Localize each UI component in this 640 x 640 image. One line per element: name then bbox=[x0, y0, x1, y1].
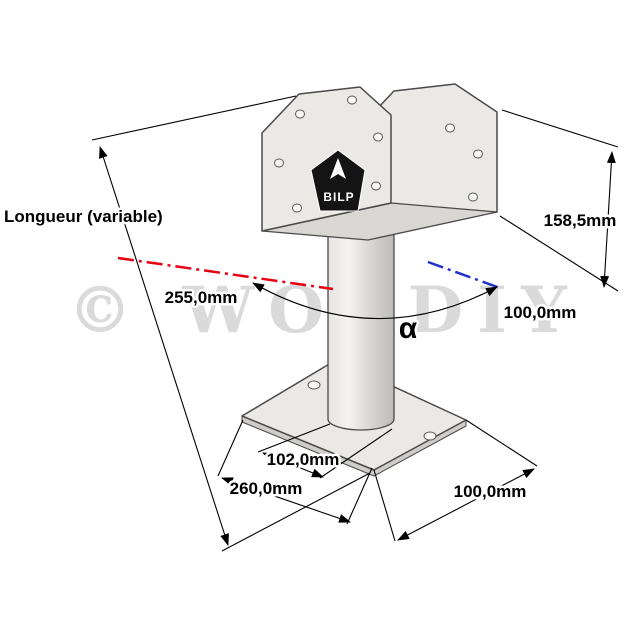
front-plate-hole bbox=[371, 181, 381, 191]
base-plate-hole bbox=[307, 380, 321, 390]
axis-right-length-label: 100,0mm bbox=[504, 303, 577, 322]
back-plate-hole bbox=[468, 192, 478, 202]
angle-label: α bbox=[399, 312, 418, 345]
post-width-extension-line-left bbox=[257, 423, 331, 453]
height-label: 158,5mm bbox=[544, 211, 617, 230]
dimension-annotations: Longueur (variable) 158,5mm 255,0mm 100,… bbox=[2, 95, 619, 552]
height-dimension-line bbox=[600, 151, 616, 288]
bilp-logo-text: BILP bbox=[323, 190, 354, 204]
base-plate-hole bbox=[423, 431, 437, 441]
front-plate-hole bbox=[295, 109, 305, 119]
front-plate-hole bbox=[347, 95, 357, 105]
base-length-extension-line-right bbox=[346, 467, 373, 525]
base-length-label: 260,0mm bbox=[230, 479, 303, 498]
post-width-label: 102,0mm bbox=[267, 450, 340, 469]
back-plate-hole bbox=[445, 123, 455, 133]
longueur-extension-line-top bbox=[91, 95, 297, 141]
front-plate-hole bbox=[274, 158, 284, 168]
front-plate-hole bbox=[292, 203, 302, 213]
axis-left-length-label: 255,0mm bbox=[165, 288, 238, 307]
bilp-logo-shield bbox=[310, 149, 366, 212]
bracket-assembly: BILP bbox=[241, 83, 498, 477]
rocket-icon bbox=[330, 158, 346, 179]
base-width-extension-line-right bbox=[465, 419, 538, 467]
back-plate-hole bbox=[473, 149, 483, 159]
base-length-dimension-line bbox=[221, 477, 351, 523]
post-width-extension-line-right bbox=[319, 428, 393, 479]
longueur-label: Longueur (variable) bbox=[4, 207, 163, 226]
angle-arc-arrow bbox=[252, 282, 498, 320]
post-width-dimension-line bbox=[262, 452, 324, 478]
base-width-label: 100,0mm bbox=[454, 482, 527, 501]
base-width-extension-line-left bbox=[373, 469, 396, 542]
longueur-dimension-line bbox=[99, 146, 229, 546]
height-extension-line-top bbox=[501, 109, 619, 148]
height-extension-line-bottom bbox=[499, 215, 619, 292]
post-cylinder bbox=[327, 229, 395, 431]
front-plate-hole bbox=[373, 132, 383, 142]
base-length-extension-line-left bbox=[217, 419, 244, 477]
base-width-dimension-line bbox=[397, 468, 535, 541]
